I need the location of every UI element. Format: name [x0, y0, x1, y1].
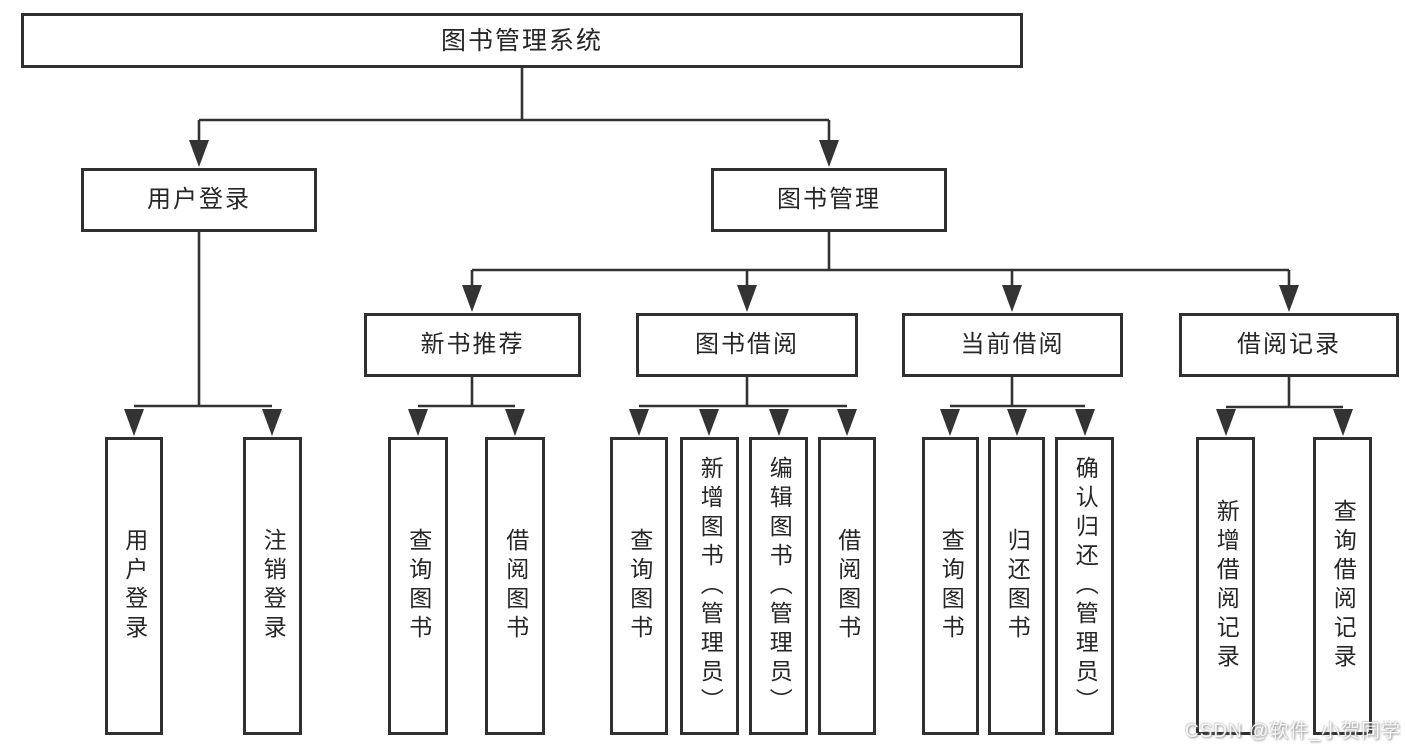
- leaf-confirm-return-admin: 确认归还（管理员）: [1055, 437, 1114, 735]
- node-root-system: 图书管理系统: [21, 13, 1023, 68]
- leaf-add-borrow-record: 新增借阅记录: [1196, 437, 1255, 735]
- arrowhead-leaf-add-book: [699, 409, 719, 436]
- node-new-book-recommendation: 新书推荐: [364, 313, 581, 377]
- leaf-return-books: 归还图书: [988, 437, 1045, 735]
- arrowhead-leaf-edit-book: [769, 409, 789, 436]
- leaf-borrow-books-recommend: 借阅图书: [485, 437, 545, 735]
- arrowhead-leaf-return: [1007, 409, 1027, 436]
- arrowhead-current-borrow: [1002, 285, 1022, 312]
- arrowhead-book-mgmt: [819, 140, 839, 167]
- leaf-edit-book-admin: 编辑图书（管理员）: [749, 437, 808, 735]
- node-borrowing-records: 借阅记录: [1179, 313, 1399, 377]
- leaf-query-books-current: 查询图书: [922, 437, 979, 735]
- arrowhead-borrow-records: [1279, 285, 1299, 312]
- leaf-logout: 注销登录: [243, 437, 302, 735]
- node-current-borrowing: 当前借阅: [902, 313, 1123, 377]
- arrowhead-leaf-add-record: [1216, 409, 1236, 436]
- arrowhead-leaf-query-record: [1333, 409, 1353, 436]
- node-book-management: 图书管理: [711, 168, 947, 232]
- arrowhead-leaf-query-cur: [940, 409, 960, 436]
- arrowhead-leaf-logout: [262, 409, 282, 436]
- node-book-borrowing: 图书借阅: [636, 313, 858, 377]
- leaf-user-login: 用户登录: [105, 437, 163, 735]
- arrowhead-leaf-borrow-rec: [505, 409, 525, 436]
- arrowhead-leaf-query-rec: [408, 409, 428, 436]
- arrowhead-leaf-query-bor: [629, 409, 649, 436]
- arrowhead-leaf-confirm-return: [1075, 409, 1095, 436]
- leaf-query-borrow-record: 查询借阅记录: [1313, 437, 1372, 735]
- csdn-watermark: CSDN @软件_小贺同学: [1185, 721, 1401, 742]
- arrowhead-book-borrow: [737, 285, 757, 312]
- node-user-login: 用户登录: [81, 168, 317, 232]
- leaf-query-books-recommend: 查询图书: [388, 437, 448, 735]
- leaf-borrow-books-borrowing: 借阅图书: [818, 437, 876, 735]
- arrowhead-leaf-user-login: [124, 409, 144, 436]
- arrowhead-new-book: [462, 285, 482, 312]
- arrowhead-leaf-borrow-bor: [837, 409, 857, 436]
- leaf-add-book-admin: 新增图书（管理员）: [680, 437, 739, 735]
- leaf-query-books-borrowing: 查询图书: [610, 437, 668, 735]
- arrowhead-user-login: [189, 140, 209, 167]
